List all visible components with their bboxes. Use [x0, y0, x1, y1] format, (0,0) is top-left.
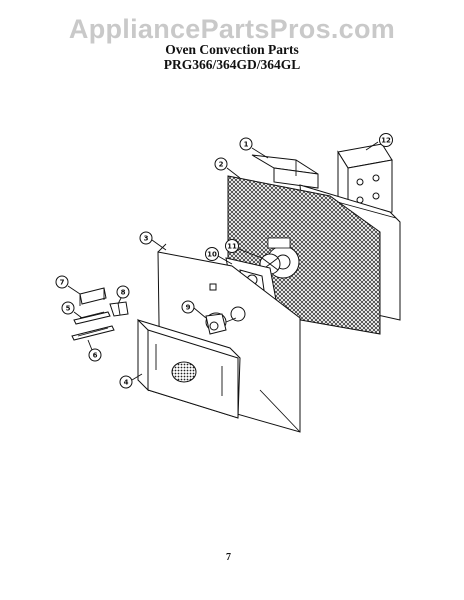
part-5-rod	[73, 311, 111, 325]
part-4-front-cover	[137, 318, 241, 419]
callout-3: 3	[139, 231, 153, 245]
callout-8: 8	[116, 285, 130, 299]
callout-11: 11	[225, 239, 239, 253]
callout-2: 2	[214, 157, 228, 171]
callout-7: 7	[55, 275, 69, 289]
svg-text:9: 9	[186, 304, 191, 312]
part-1-bracket	[251, 154, 319, 189]
callout-1: 1	[239, 137, 253, 151]
svg-text:12: 12	[381, 137, 391, 145]
callout-4: 4	[119, 375, 133, 389]
svg-text:8: 8	[121, 289, 126, 297]
svg-text:6: 6	[93, 352, 98, 360]
part-7-bracket	[79, 287, 107, 306]
page-number: 7	[226, 552, 231, 563]
svg-text:10: 10	[207, 251, 217, 259]
callout-12: 12	[379, 133, 393, 147]
svg-text:2: 2	[219, 161, 224, 169]
part-6-rod	[71, 325, 115, 341]
part-8-clip	[109, 301, 129, 317]
callout-10: 10	[205, 247, 219, 261]
callout-5: 5	[61, 301, 75, 315]
svg-text:7: 7	[60, 279, 65, 287]
leader-lines	[67, 141, 379, 381]
svg-text:11: 11	[227, 243, 237, 251]
part-9-motor	[205, 312, 237, 335]
svg-text:5: 5	[66, 305, 71, 313]
callout-9: 9	[181, 300, 195, 314]
model-numbers: PRG366/364GD/364GL	[163, 57, 301, 72]
svg-text:4: 4	[124, 379, 129, 387]
callout-6: 6	[88, 348, 102, 362]
svg-text:1: 1	[244, 141, 249, 149]
diagram-title: Oven Convection Parts	[165, 42, 299, 57]
svg-text:3: 3	[144, 235, 149, 243]
watermark-logo: AppliancePartsPros.com	[68, 14, 396, 44]
